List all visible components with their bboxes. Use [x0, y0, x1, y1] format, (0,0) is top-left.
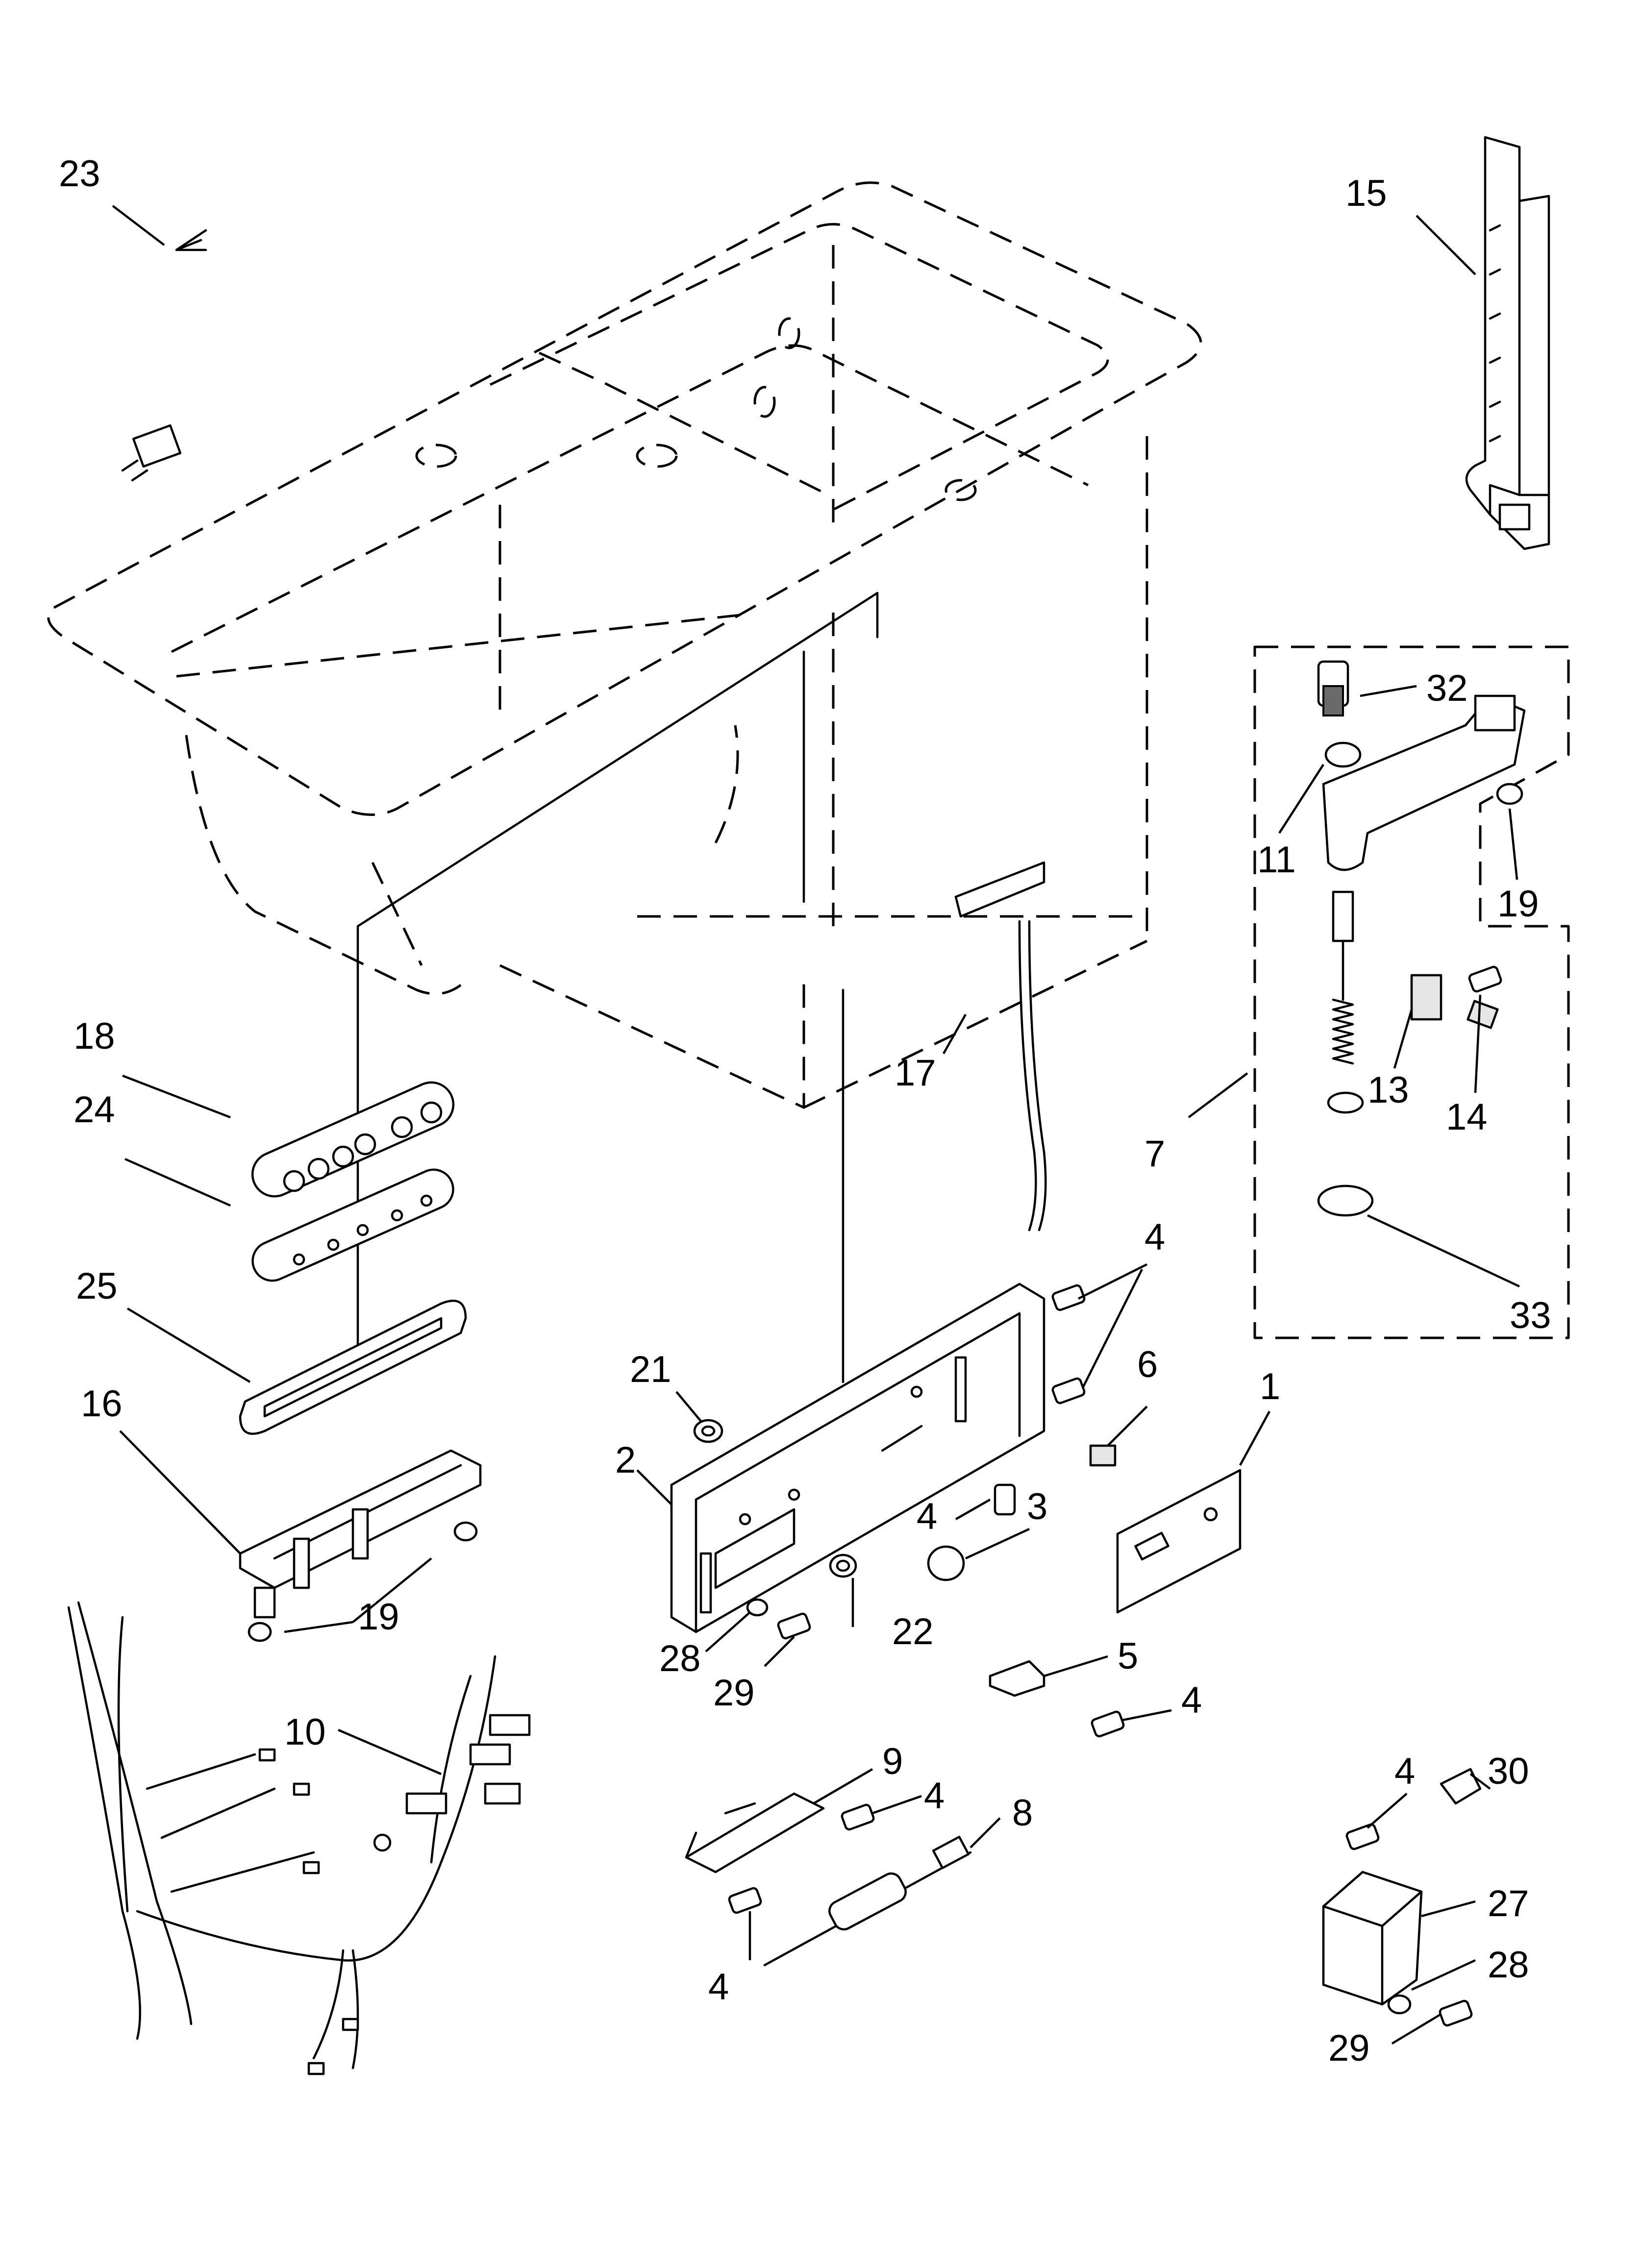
callout-24: 24	[74, 1089, 115, 1131]
washer-28b-part	[1387, 1994, 1412, 2015]
callout-14: 14	[1446, 1096, 1488, 1138]
callout-21: 21	[630, 1349, 671, 1390]
assembly-lines	[356, 592, 879, 1383]
callout-11: 11	[1257, 839, 1296, 881]
callout-29-panel: 29	[713, 1672, 755, 1714]
control-panel-2-part	[670, 1282, 1045, 1633]
callout-1: 1	[1260, 1366, 1280, 1407]
connector-6-part	[1089, 1444, 1117, 1467]
callout-2: 2	[615, 1439, 636, 1481]
callout-13: 13	[1368, 1069, 1409, 1111]
washer-28-part	[746, 1598, 769, 1617]
callout-28-panel: 28	[659, 1638, 701, 1679]
frame-25-part	[239, 1300, 467, 1435]
wiring-harness-10-part	[67, 1601, 531, 2075]
screw-29b-part	[1439, 1999, 1473, 2027]
knob-3-part	[927, 1545, 965, 1581]
callout-10: 10	[284, 1711, 326, 1753]
callout-4-right: 4	[1394, 1750, 1415, 1792]
callout-17: 17	[895, 1052, 936, 1094]
grommet-22-part	[829, 1553, 857, 1578]
callout-33: 33	[1510, 1295, 1551, 1336]
callout-29-right: 29	[1328, 2027, 1370, 2069]
wire-nut-30-part	[1440, 1768, 1482, 1805]
leader-lines	[112, 205, 1520, 2045]
overlay-18-part	[251, 1081, 455, 1198]
screws-4-part	[728, 965, 1502, 1914]
screw-29-part	[777, 1612, 811, 1640]
bracket-15-part	[1465, 136, 1550, 550]
callout-4-bracket: 4	[924, 1775, 945, 1817]
callout-4-mid: 4	[1181, 1679, 1202, 1721]
callout-3: 3	[1027, 1486, 1047, 1528]
callout-labels: 23 15 32 11 19 17 13 14 7 18 24 33 4 25 …	[59, 153, 1551, 2069]
harness-17-part	[954, 861, 1047, 1232]
control-board-1-part	[1116, 1469, 1242, 1614]
harness-8-part	[763, 1836, 972, 1967]
callout-15: 15	[1345, 173, 1387, 214]
bracket-9-part	[685, 1792, 825, 1874]
callout-16: 16	[81, 1383, 123, 1425]
callout-9: 9	[882, 1741, 903, 1782]
nut-19-part	[248, 1622, 272, 1642]
callout-23: 23	[59, 153, 100, 195]
dispenser-assembly-7	[1253, 645, 1570, 1339]
grommet-21-part	[693, 1419, 723, 1443]
bracket-5-part	[989, 1660, 1045, 1697]
callout-8: 8	[1012, 1792, 1033, 1834]
callout-18: 18	[74, 1015, 115, 1057]
tub-outline	[47, 181, 1202, 1109]
callout-4-top: 4	[1144, 1216, 1165, 1258]
bezel-16-part	[239, 1449, 482, 1642]
callout-7: 7	[1144, 1133, 1165, 1175]
callout-6: 6	[1137, 1344, 1158, 1385]
box-27-part	[1322, 1871, 1423, 2006]
callout-25: 25	[76, 1265, 118, 1307]
callout-32: 32	[1426, 667, 1468, 709]
callout-4-low: 4	[708, 1966, 729, 2008]
callout-4-panel: 4	[917, 1496, 937, 1537]
callout-5: 5	[1118, 1635, 1138, 1677]
callout-27: 27	[1488, 1883, 1529, 1924]
callout-19-bottom: 19	[358, 1596, 399, 1638]
callout-19-top: 19	[1497, 883, 1539, 925]
keypad-24-part	[251, 1168, 454, 1282]
callout-28-right: 28	[1488, 1944, 1529, 1986]
callout-22: 22	[892, 1611, 934, 1652]
power-cord-part	[121, 229, 250, 482]
callout-30: 30	[1488, 1750, 1529, 1792]
